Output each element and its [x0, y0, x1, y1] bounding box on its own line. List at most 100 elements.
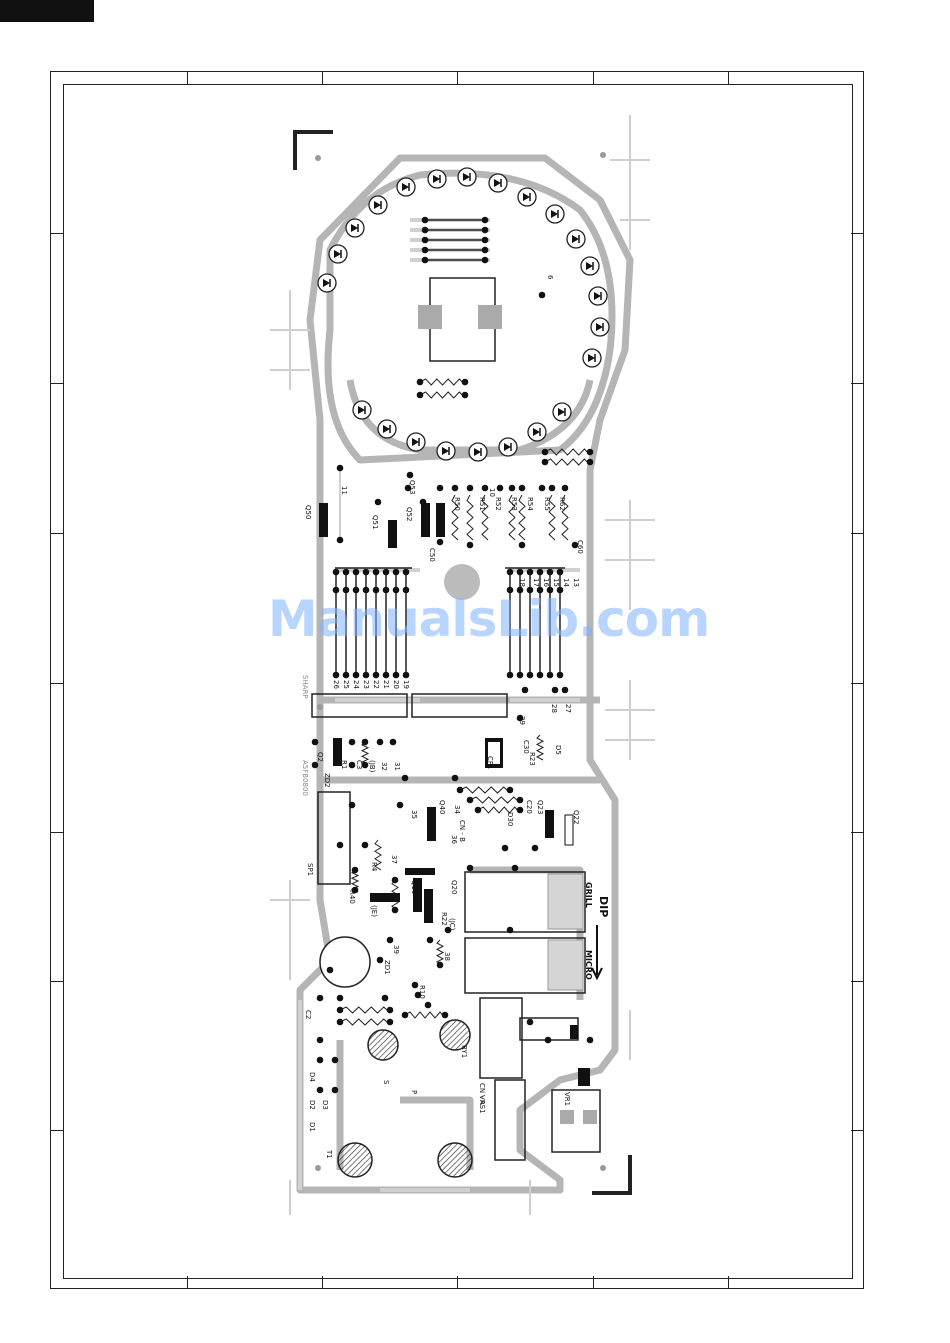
solder-pad	[351, 886, 359, 894]
zone-tick	[593, 71, 594, 84]
component-label: D4	[308, 1072, 316, 1082]
led	[345, 218, 365, 238]
component-label: C20	[525, 800, 533, 814]
solder-pad	[332, 586, 340, 594]
zone-tick	[851, 383, 864, 384]
component-label: Q40	[438, 800, 446, 814]
solder-pad	[541, 458, 549, 466]
pin-number: 14	[562, 578, 570, 587]
component-label: Q20	[450, 880, 458, 894]
solder-pad	[474, 806, 482, 814]
led	[498, 437, 518, 457]
solder-pad	[536, 568, 544, 576]
solder-pad	[436, 538, 444, 546]
header-tab	[0, 0, 94, 22]
solder-pad	[316, 1056, 324, 1064]
solder-pad	[392, 568, 400, 576]
solder-pad	[382, 568, 390, 576]
resistor	[466, 494, 474, 541]
component-label: (JE)	[370, 905, 378, 917]
solder-pad	[351, 866, 359, 874]
component-label: R55	[543, 497, 551, 511]
solder-pad	[481, 216, 489, 224]
component-label: Q10	[410, 880, 418, 894]
zone-tick	[50, 683, 63, 684]
solder-pad	[518, 484, 526, 492]
solder-pad	[461, 391, 469, 399]
led	[317, 273, 337, 293]
solder-pad	[401, 1011, 409, 1019]
solder-pad	[536, 671, 544, 679]
pin-number: 26	[332, 680, 340, 689]
solder-pad	[424, 1001, 432, 1009]
solder-pad	[372, 671, 380, 679]
resistor	[548, 494, 556, 541]
resistor	[477, 806, 521, 814]
solder-pad	[396, 801, 404, 809]
pin-number: 34	[453, 805, 461, 814]
solder-pad	[441, 1011, 449, 1019]
solder-pad	[466, 541, 474, 549]
component-label: D30	[506, 812, 514, 826]
solder-pad	[571, 541, 579, 549]
resistor	[339, 1006, 391, 1014]
component-label: Q52	[405, 507, 413, 521]
solder-pad	[361, 761, 369, 769]
solder-pad	[386, 1006, 394, 1014]
solder-pad	[531, 844, 539, 852]
solder-pad	[466, 796, 474, 804]
solder-pad	[521, 686, 529, 694]
solder-pad	[389, 738, 397, 746]
solder-pad	[311, 761, 319, 769]
resistor	[374, 839, 382, 871]
solder-pad	[436, 484, 444, 492]
solder-pad	[402, 671, 410, 679]
component-label: Q22	[572, 810, 580, 824]
solder-pad	[451, 774, 459, 782]
solder-pad	[331, 1056, 339, 1064]
solder-pad	[391, 906, 399, 914]
solder-pad	[382, 586, 390, 594]
solder-pad	[426, 936, 434, 944]
solder-pad	[372, 568, 380, 576]
resistor	[435, 939, 445, 966]
solder-pad	[326, 966, 334, 974]
resistor	[535, 734, 545, 761]
solder-pad	[461, 378, 469, 386]
led	[582, 348, 602, 368]
solder-pad	[421, 256, 429, 264]
led	[368, 195, 388, 215]
resistor	[404, 1011, 446, 1019]
solder-pad	[336, 1006, 344, 1014]
solder-pad	[556, 568, 564, 576]
resistor	[419, 391, 466, 399]
resistor	[561, 494, 569, 541]
led	[328, 244, 348, 264]
resistor	[508, 494, 516, 541]
pin-number: 19	[402, 680, 410, 689]
component-label: RY1	[460, 1045, 468, 1058]
solder-pad	[556, 671, 564, 679]
led	[590, 317, 610, 337]
led	[552, 402, 572, 422]
solder-pad	[404, 484, 412, 492]
led	[406, 432, 426, 452]
solder-pad	[421, 216, 429, 224]
solder-pad	[526, 586, 534, 594]
component-label: R22	[440, 912, 448, 926]
micro-label: MICRO	[584, 950, 593, 980]
solder-pad	[372, 586, 380, 594]
pin-number: 38	[443, 952, 451, 961]
solder-pad	[342, 671, 350, 679]
led	[436, 441, 456, 461]
solder-pad	[406, 471, 414, 479]
solder-pad	[342, 568, 350, 576]
solder-pad	[374, 498, 382, 506]
solder-pad	[336, 536, 344, 544]
zone-tick	[851, 832, 864, 833]
solder-pad	[551, 686, 559, 694]
zone-tick	[457, 71, 458, 84]
solder-pad	[414, 991, 422, 999]
resistor	[459, 786, 511, 794]
solder-pad	[516, 714, 524, 722]
